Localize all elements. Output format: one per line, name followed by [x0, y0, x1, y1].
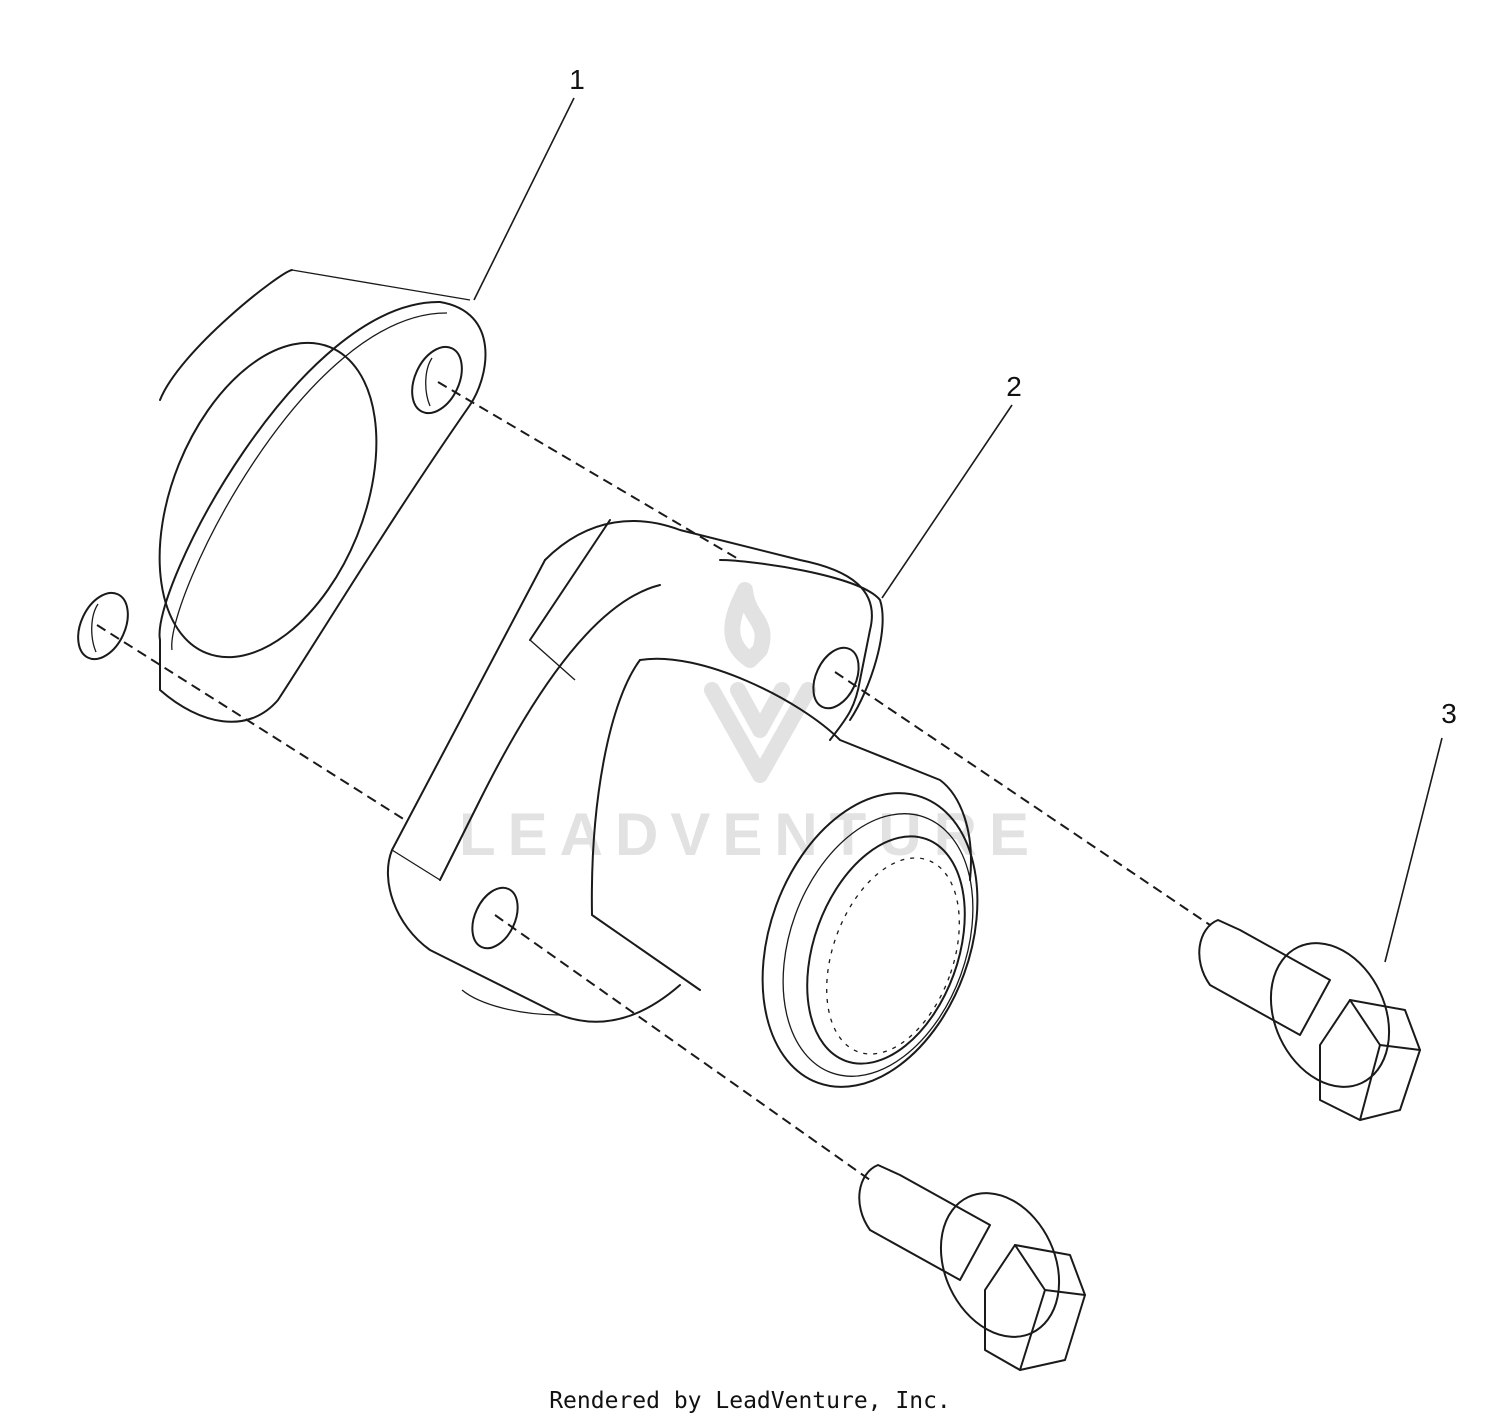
leader-lines	[473, 97, 1443, 963]
leader-line-2	[881, 404, 1013, 599]
leader-line-3	[1384, 737, 1443, 963]
callout-1[interactable]: 1	[569, 64, 585, 95]
part-3-bolt-upper	[1198, 919, 1421, 1121]
watermark-logo	[704, 582, 816, 783]
watermark-text: LEADVENTURE	[459, 801, 1041, 868]
watermark: LEADVENTURE	[459, 582, 1041, 868]
part-2-outlet-housing	[386, 519, 979, 1088]
assembly-axis-lines	[96, 381, 1211, 1181]
callout-3[interactable]: 3	[1441, 698, 1457, 729]
part-1-gasket	[77, 269, 487, 723]
render-credit: Rendered by LeadVenture, Inc.	[549, 1388, 951, 1414]
leader-line-1	[473, 97, 575, 301]
part-3-bolt-lower	[858, 1164, 1086, 1371]
callout-2[interactable]: 2	[1006, 371, 1022, 402]
